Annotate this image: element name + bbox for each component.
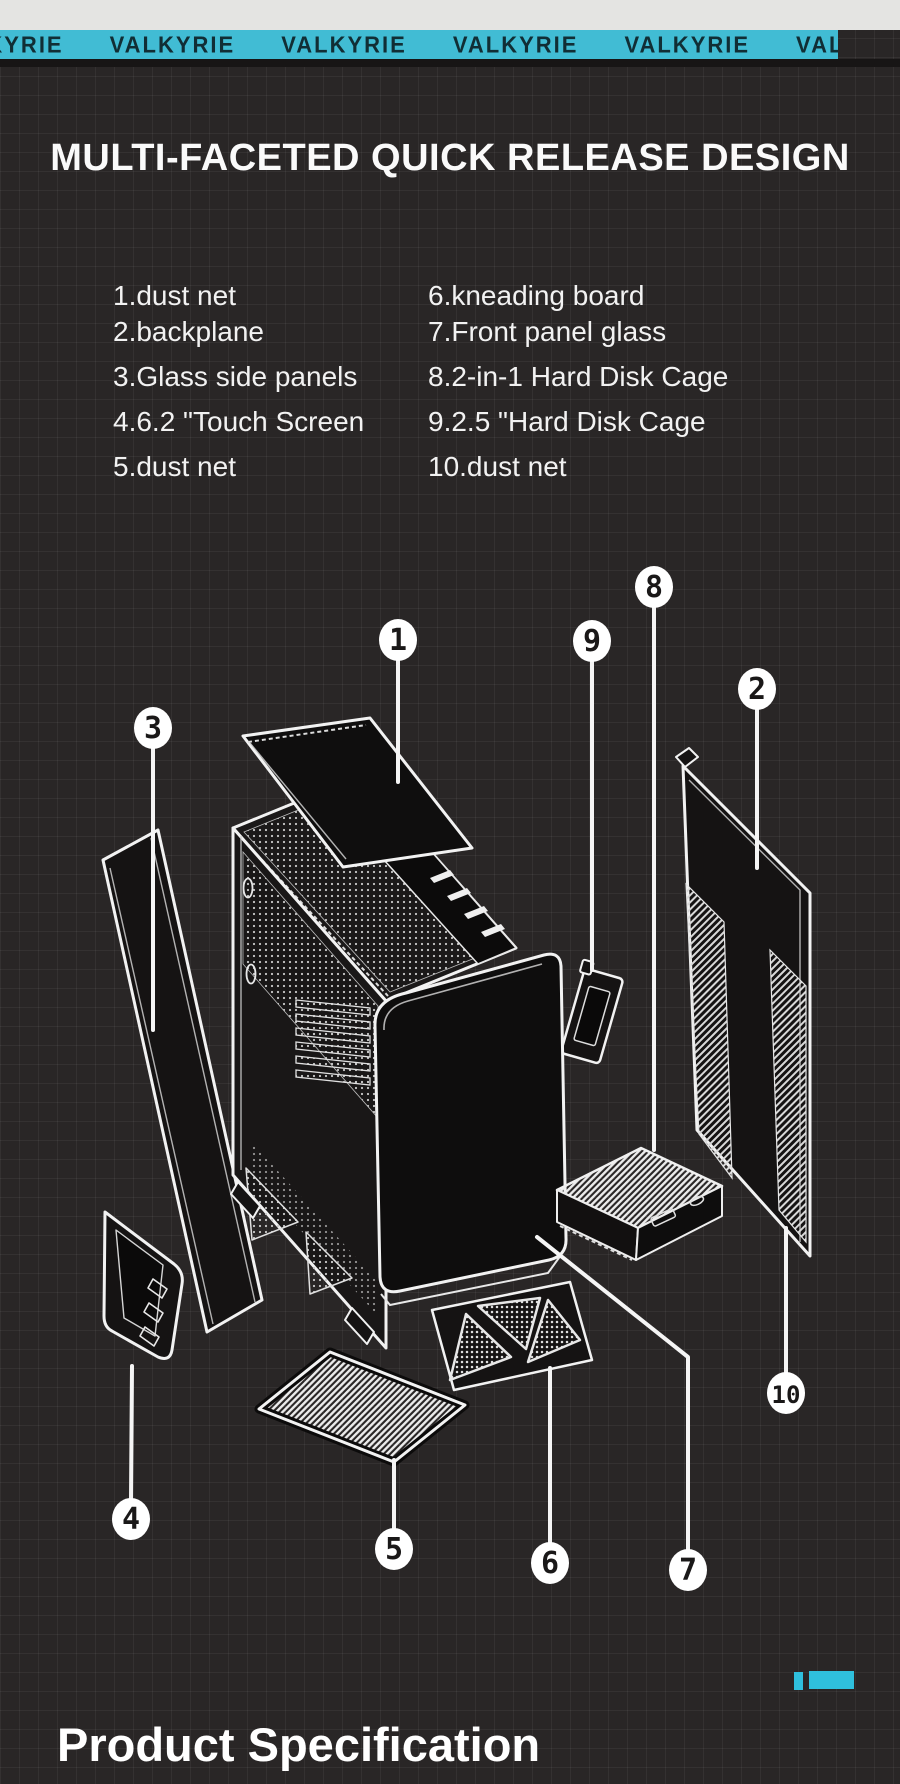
banner-shadow-strip — [0, 59, 900, 67]
parts-list-item: 8.2-in-1 Hard Disk Cage — [428, 361, 729, 392]
parts-list-item: 2.backplane — [113, 316, 265, 347]
callout-number-4: 4 — [122, 1502, 140, 1537]
callout-bubble-9 — [573, 620, 611, 662]
part-touch-screen — [102, 1210, 184, 1360]
callout-number-6: 6 — [541, 1546, 559, 1581]
part-kneading-board — [430, 1280, 594, 1392]
part-backplane — [675, 747, 812, 1258]
part-2in1-hdd-cage — [555, 1146, 724, 1261]
callout-number-9: 9 — [583, 624, 601, 659]
brand-wordmark: VALKYRIE — [281, 30, 407, 58]
callout-number-8: 8 — [645, 570, 663, 605]
brand-wordmark: VALKYRIE — [0, 30, 64, 58]
part-front-panel-glass — [373, 952, 568, 1307]
callout-bubble-8 — [635, 566, 673, 608]
brand-banner: VALKYRIE VALKYRIE VALKYRIE VALKYRIE VALKYRIE… — [0, 30, 838, 59]
parts-list-right: 6.kneading board 7.Front panel glass 8.2-i… — [428, 278, 828, 485]
callout-number-10: 10 — [772, 1381, 801, 1409]
top-light-strip — [0, 0, 900, 30]
part-glass-side-panel — [101, 828, 264, 1334]
brand-glyph-icon — [794, 1671, 856, 1690]
brand-wordmark: VALKYRIE — [796, 30, 838, 58]
part-bottom-dust-net — [254, 1347, 470, 1467]
parts-list-item: 3.Glass side panels — [113, 361, 358, 392]
part-25-hdd-cage — [560, 958, 624, 1065]
callout-number-7: 7 — [679, 1553, 697, 1588]
part-chassis — [230, 773, 518, 1350]
parts-list-left: 1.dust net 2.backplane 3.Glass side panels… — [113, 278, 413, 485]
callout-bubble-6 — [531, 1542, 569, 1584]
callout-bubble-7 — [669, 1549, 707, 1591]
callout-bubble-10 — [767, 1372, 805, 1414]
page-title: MULTI-FACETED QUICK RELEASE DESIGN — [50, 137, 850, 180]
brand-glyph-small-bar — [794, 1672, 803, 1690]
callout-bubble-3 — [134, 707, 172, 749]
leader-line-4 — [129, 1364, 134, 1501]
parts-list-item: 7.Front panel glass — [428, 316, 667, 347]
callout-number-1: 1 — [389, 623, 407, 658]
callout-number-3: 3 — [144, 711, 162, 746]
leader-line-7 — [535, 1235, 690, 1552]
callout-number-2: 2 — [748, 672, 766, 707]
callouts: 1 2 3 4 5 6 7 8 9 10 — [112, 566, 805, 1591]
brand-wordmark: VALKYRIE — [624, 30, 751, 58]
brand-wordmark: VALKYRIE — [109, 30, 236, 58]
parts-list-item: 10.dust net — [428, 451, 567, 482]
part-top-dust-net — [241, 716, 474, 869]
brand-wordmark: VALKYRIE — [452, 30, 579, 58]
parts-list-item: 6.kneading board — [428, 280, 645, 311]
callout-bubble-5 — [375, 1528, 413, 1570]
parts-list-item: 9.2.5 "Hard Disk Cage — [428, 406, 706, 437]
callout-bubble-4 — [112, 1498, 150, 1540]
parts-list-item: 4.6.2 "Touch Screen — [113, 406, 365, 437]
pci-slots — [295, 999, 371, 1086]
callout-bubble-1 — [379, 619, 417, 661]
parts-list-item: 1.dust net — [113, 280, 236, 311]
callout-bubble-2 — [738, 668, 776, 710]
callout-number-5: 5 — [385, 1532, 403, 1567]
footer-section-title: Product Specification — [57, 1718, 541, 1771]
parts-list-item: 5.dust net — [113, 451, 236, 482]
brand-glyph-large-bar — [809, 1671, 854, 1689]
